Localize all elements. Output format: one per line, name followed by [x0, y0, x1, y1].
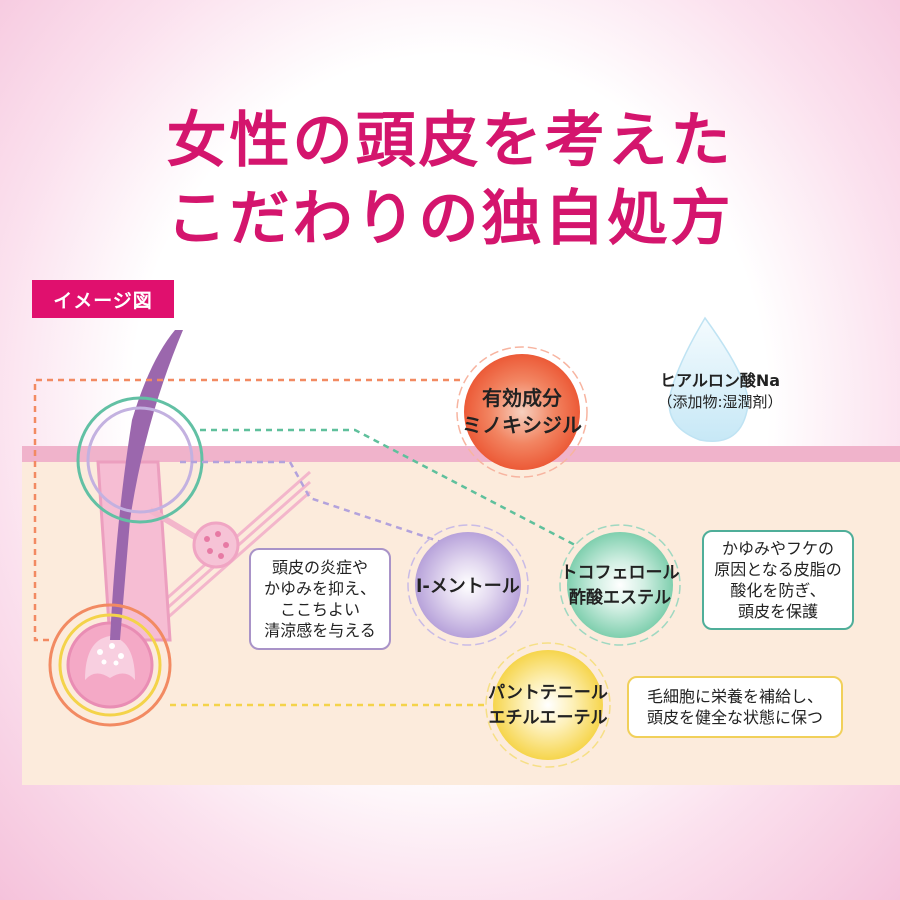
orange-ring [48, 603, 172, 727]
menthol-blob: l-メントール [407, 524, 529, 646]
menthol-label: l-メントール [416, 576, 520, 597]
menthol-description-box: 頭皮の炎症や かゆみを抑え、 ここちよい 清涼感を与える [249, 548, 391, 650]
purple-ring [86, 406, 194, 514]
panthenyl-line-2: エチルエーテル [489, 708, 608, 728]
tocopherol-desc-2: 原因となる皮脂の [714, 559, 842, 579]
hair-bulb [66, 621, 154, 709]
image-badge: イメージ図 [32, 280, 174, 318]
connector-menthol [180, 460, 451, 547]
water-drop-icon [668, 316, 749, 442]
hyaluronic-label: ヒアルロン酸Na （添加物:湿潤剤） [640, 370, 800, 412]
minoxidil-line-1: 有効成分 [482, 386, 562, 410]
skin-surface [22, 446, 900, 462]
sebaceous-gland [148, 507, 240, 569]
menthol-desc-2: かゆみを抑え、 [263, 578, 376, 598]
panthenyl-blob: パントテニール エチルエーテル [485, 642, 611, 768]
connector-tocopherol [200, 428, 576, 547]
minoxidil-blob: 有効成分 ミノキシジル [456, 346, 588, 478]
tocopherol-desc-4: 頭皮を保護 [737, 602, 818, 622]
tocopherol-desc-3: 酸化を防ぎ、 [730, 581, 826, 600]
panthenyl-line-1: パントテニール [488, 683, 608, 703]
connector-minoxidil [33, 378, 460, 642]
tocopherol-desc-1: かゆみやフケの [721, 538, 834, 558]
tocopherol-description-box: かゆみやフケの 原因となる皮脂の 酸化を防ぎ、 頭皮を保護 [702, 530, 854, 630]
panthenyl-desc-2: 頭皮を健全な状態に保つ [646, 708, 823, 727]
menthol-desc-1: 頭皮の炎症や [271, 557, 368, 577]
tocopherol-line-2: 酢酸エステル [569, 587, 671, 608]
title-line-2: こだわりの独自処方 [166, 184, 734, 254]
tocopherol-line-1: トコフェロール [561, 563, 680, 583]
teal-ring [76, 396, 204, 524]
title-line-1: 女性の頭皮を考えた [166, 106, 734, 176]
panthenyl-description-box: 毛細胞に栄養を補給し、 頭皮を健全な状態に保つ [627, 676, 843, 738]
hyaluronic-line-1: ヒアルロン酸Na [659, 371, 781, 390]
yellow-ring [58, 613, 162, 717]
hair-shaft [110, 330, 183, 640]
hyaluronic-line-2: （添加物:湿潤剤） [657, 392, 783, 411]
menthol-desc-4: 清涼感を与える [264, 621, 376, 641]
menthol-desc-3: ここちよい [279, 600, 360, 619]
minoxidil-line-2: ミノキシジル [462, 413, 582, 437]
panthenyl-desc-1: 毛細胞に栄養を補給し、 [646, 686, 823, 706]
tocopherol-blob: トコフェロール 酢酸エステル [559, 524, 681, 646]
